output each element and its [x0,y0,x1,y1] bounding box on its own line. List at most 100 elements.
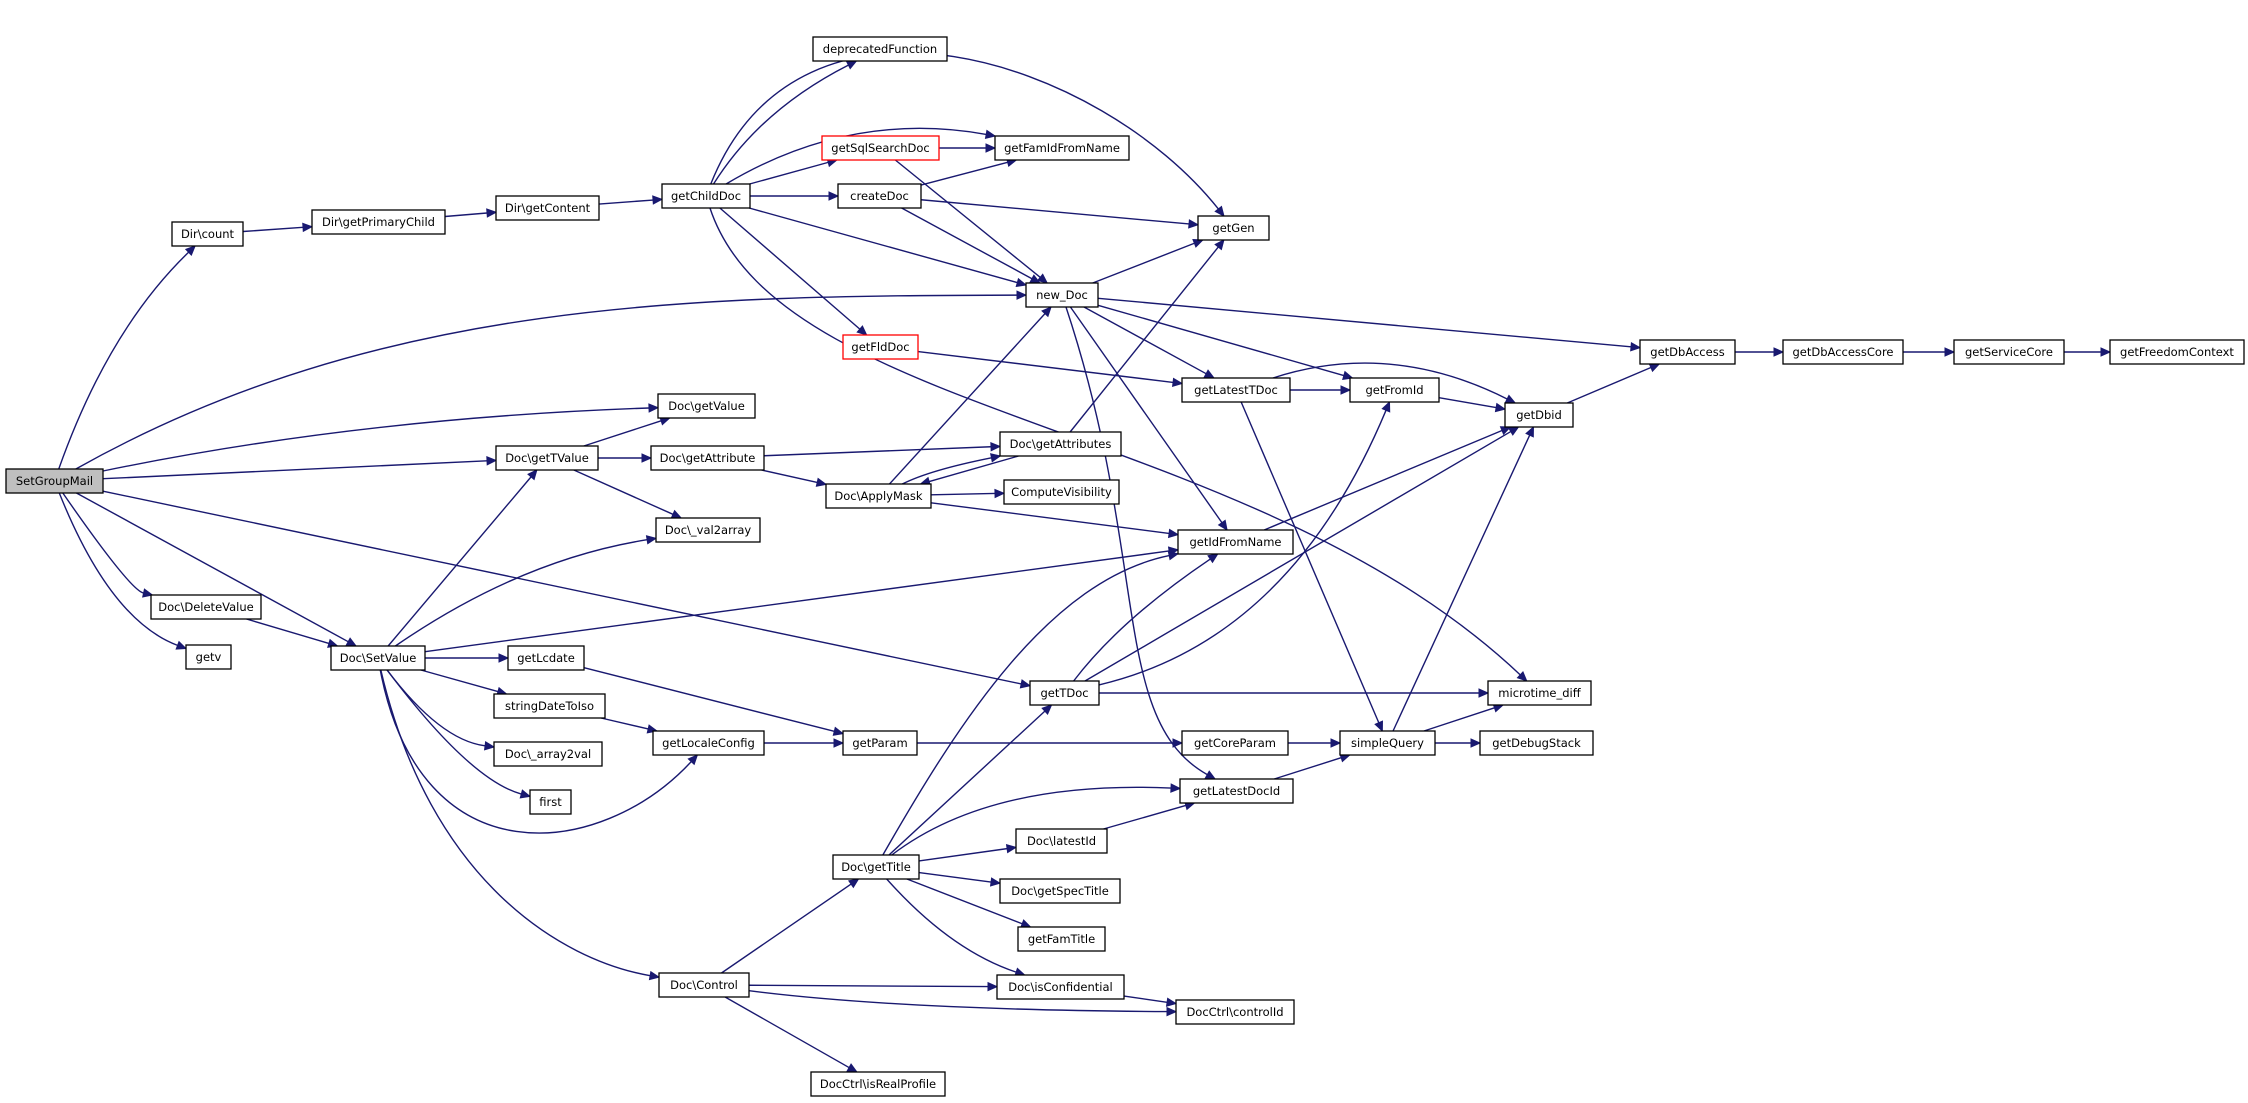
node-label: microtime_diff [1498,686,1581,700]
node-get-dbid[interactable]: getDbid [1504,402,1574,428]
node-doc-get-title[interactable]: Doc\getTitle [832,854,920,880]
edge-doc-apply-mask-to-compute-visibility [930,488,1006,499]
node-get-debug-stack[interactable]: getDebugStack [1479,730,1594,756]
node-doc-get-value[interactable]: Doc\getValue [657,393,756,419]
node-doc-get-attribute[interactable]: Doc\getAttribute [650,445,765,471]
edges-layer [58,52,2112,1073]
node-label: getDebugStack [1492,736,1581,750]
node-get-tdoc[interactable]: getTDoc [1029,680,1100,706]
node-box [999,878,1121,904]
node-label: getDbid [1516,408,1562,422]
node-box [529,789,572,815]
edge-create-doc-to-new-doc [901,207,1041,284]
node-box [1025,282,1099,308]
node-get-lcdate[interactable]: getLcdate [507,645,585,671]
node-dir-count[interactable]: Dir\count [171,221,244,247]
node-box [330,645,426,671]
edge-doc-latest-id-to-get-latest-doc-id [1103,801,1196,830]
node-label: getIdFromName [1190,535,1282,549]
node-get-gen[interactable]: getGen [1197,215,1270,241]
node-get-freedom-context[interactable]: getFreedomContext [2109,339,2245,365]
node-box [1175,999,1295,1025]
node-doc-latest-id[interactable]: Doc\latestId [1015,828,1108,854]
edge-doc-get-tvalue-to-doc-val2array [573,469,683,519]
node-first[interactable]: first [529,789,572,815]
node-get-id-from-name[interactable]: getIdFromName [1177,529,1294,555]
node-get-locale-config[interactable]: getLocaleConfig [652,730,765,756]
node-simple-query[interactable]: simpleQuery [1339,730,1436,756]
node-doc-get-spec-title[interactable]: Doc\getSpecTitle [999,878,1121,904]
node-label: createDoc [850,189,909,203]
node-doc-set-value[interactable]: Doc\SetValue [330,645,426,671]
node-compute-visibility[interactable]: ComputeVisibility [1003,479,1120,505]
node-doc-ctrl-is-real-profile[interactable]: DocCtrl\isRealProfile [810,1071,946,1097]
node-microtime-diff[interactable]: microtime_diff [1487,680,1592,706]
node-doc-array2val[interactable]: Doc\_array2val [493,741,603,767]
node-get-service-core[interactable]: getServiceCore [1953,339,2065,365]
node-doc-apply-mask[interactable]: Doc\ApplyMask [825,483,932,509]
edge-dir-get-primary-child-to-dir-get-content [444,208,498,218]
node-label: getFromId [1365,383,1423,397]
node-get-param[interactable]: getParam [842,730,918,756]
node-get-db-access-core[interactable]: getDbAccessCore [1782,339,1904,365]
node-box [821,135,940,161]
edge-get-child-doc-to-get-fld-doc [719,207,868,336]
node-label: simpleQuery [1351,736,1424,750]
node-get-fld-doc[interactable]: getFldDoc [842,334,919,360]
node-deprecated-function[interactable]: deprecatedFunction [812,36,948,62]
node-get-sql-search-doc[interactable]: getSqlSearchDoc [821,135,940,161]
edge-doc-set-value-to-get-lcdate [425,653,510,663]
node-get-core-param[interactable]: getCoreParam [1181,730,1289,756]
edge-get-lcdate-to-get-param [583,666,845,736]
node-dir-get-primary-child[interactable]: Dir\getPrimaryChild [311,209,446,235]
edge-set-group-mail-to-getv [58,492,188,650]
node-label: getLocaleConfig [662,736,755,750]
node-label: getFamIdFromName [1004,141,1120,155]
node-doc-control[interactable]: Doc\Control [658,972,750,998]
edge-get-sql-search-doc-to-get-fam-id-from-name [939,143,997,153]
node-getv[interactable]: getv [185,644,232,670]
edge-doc-get-title-to-doc-latest-id [918,843,1018,862]
node-get-db-access[interactable]: getDbAccess [1639,339,1736,365]
edge-get-child-doc-to-create-doc [750,191,840,201]
node-label: first [539,795,562,809]
node-doc-val2array[interactable]: Doc\_val2array [655,517,761,543]
edge-doc-set-value-to-doc-control [380,669,661,981]
edge-doc-get-tvalue-to-doc-get-value [583,416,671,447]
node-set-group-mail[interactable]: SetGroupMail [5,468,104,494]
node-get-fam-id-from-name[interactable]: getFamIdFromName [994,135,1130,161]
edge-doc-set-value-to-doc-val2array [394,535,658,647]
node-string-date-to-iso[interactable]: stringDateToIso [493,693,606,719]
node-get-from-id[interactable]: getFromId [1349,377,1440,403]
edge-doc-control-to-doc-ctrl-is-real-profile [724,996,858,1073]
node-box [507,645,585,671]
node-dir-get-content[interactable]: Dir\getContent [495,195,600,221]
node-box [1197,215,1270,241]
node-doc-is-confidential[interactable]: Doc\isConfidential [996,974,1125,1000]
node-get-child-doc[interactable]: getChildDoc [661,183,751,209]
node-doc-get-attributes[interactable]: Doc\getAttributes [999,431,1122,457]
node-doc-ctrl-control-id[interactable]: DocCtrl\controlId [1175,999,1295,1025]
edge-get-db-access-to-get-db-access-core [1735,347,1785,357]
node-box [171,221,244,247]
node-create-doc[interactable]: createDoc [837,183,922,209]
node-get-fam-title[interactable]: getFamTitle [1017,926,1106,952]
node-label: deprecatedFunction [823,42,937,56]
node-new-doc[interactable]: new_Doc [1025,282,1099,308]
edge-string-date-to-iso-to-get-locale-config [600,717,659,734]
node-label: new_Doc [1036,288,1088,302]
node-label: Doc\getAttribute [660,451,756,465]
edge-get-child-doc-to-get-sql-search-doc [749,157,839,185]
node-get-latest-doc-id[interactable]: getLatestDocId [1179,778,1294,804]
node-box [842,334,919,360]
edge-get-db-access-core-to-get-service-core [1903,347,1956,357]
node-doc-delete-value[interactable]: Doc\DeleteValue [150,594,262,620]
node-box [842,730,918,756]
node-label: Doc\getSpecTitle [1011,884,1109,898]
node-box [994,135,1130,161]
node-get-latest-tdoc[interactable]: getLatestTDoc [1181,377,1291,403]
node-doc-get-tvalue[interactable]: Doc\getTValue [495,445,599,471]
node-label: getChildDoc [671,189,741,203]
node-label: getFldDoc [851,340,909,354]
